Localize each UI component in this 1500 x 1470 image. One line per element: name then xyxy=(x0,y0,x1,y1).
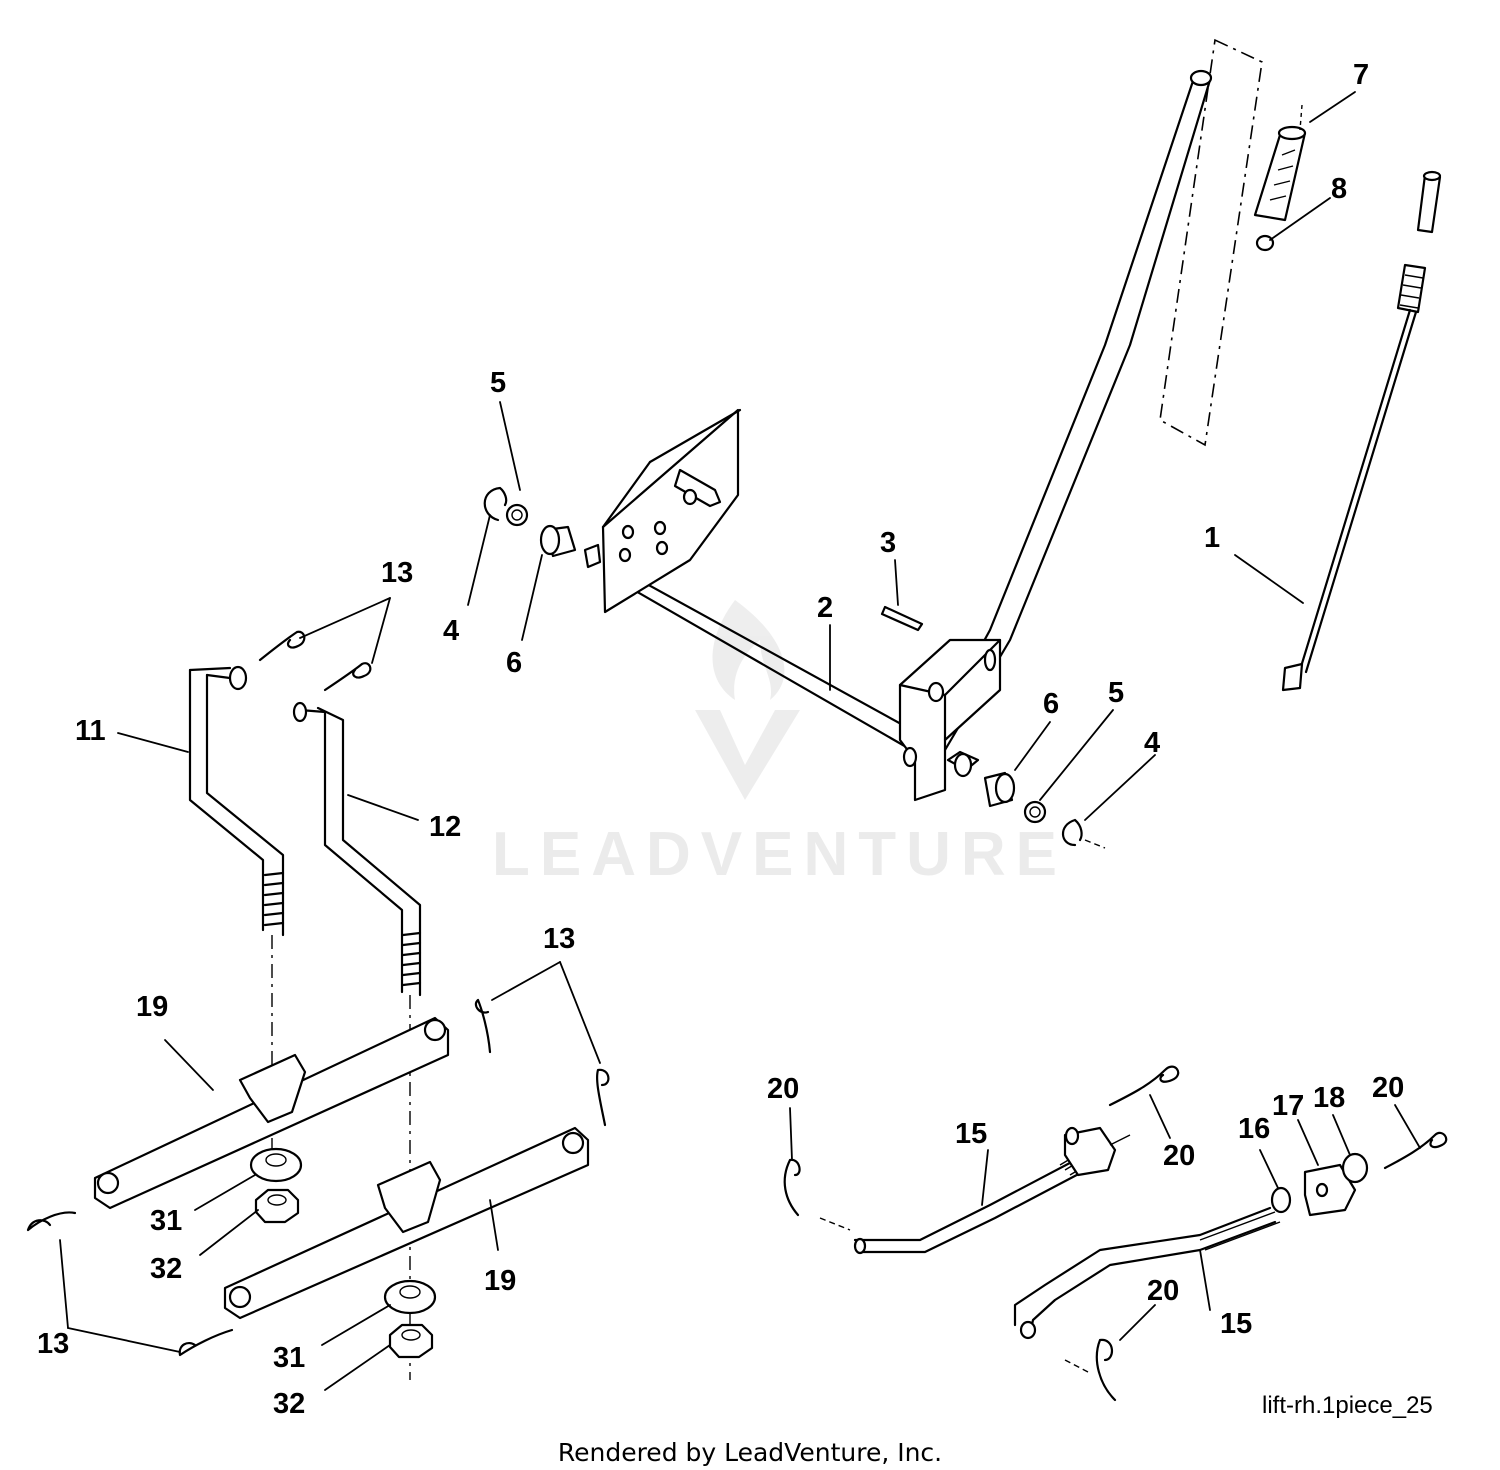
callout-5-left: 5 xyxy=(490,367,506,399)
hairpin-clips-part-20 xyxy=(783,1065,1448,1402)
callout-20-far-right: 20 xyxy=(1372,1072,1404,1104)
callout-4-right: 4 xyxy=(1144,727,1160,759)
spacer-part-31-upper xyxy=(249,1147,303,1183)
callout-20-left: 20 xyxy=(767,1073,799,1105)
washer-part-16 xyxy=(1270,1186,1292,1214)
callout-13-mid: 13 xyxy=(543,923,575,955)
callout-31-upper: 31 xyxy=(150,1205,182,1237)
callout-4-left: 4 xyxy=(443,615,459,647)
callout-19-upper: 19 xyxy=(136,991,168,1023)
watermark-text: LEADVENTURE xyxy=(492,820,1067,889)
callout-5-right: 5 xyxy=(1108,677,1124,709)
callout-7: 7 xyxy=(1353,59,1369,91)
drawing-id: lift-rh.1piece_25 xyxy=(1262,1392,1433,1419)
handle-grip-part-7 xyxy=(1253,104,1307,222)
callout-15-upper: 15 xyxy=(955,1118,987,1150)
callout-32-lower: 32 xyxy=(273,1388,305,1420)
nut-part-32-upper xyxy=(254,1188,300,1224)
phantom-handle-outline xyxy=(1159,38,1263,447)
right-pivot-hardware xyxy=(983,771,1106,849)
callout-13-bottom: 13 xyxy=(37,1328,69,1360)
adjustment-rod-part-15-upper xyxy=(819,1126,1131,1255)
callout-20-upper-right: 20 xyxy=(1163,1140,1195,1172)
callout-15-lower: 15 xyxy=(1220,1308,1252,1340)
callout-3: 3 xyxy=(880,527,896,559)
nut-part-18 xyxy=(1341,1152,1369,1184)
callout-6-left: 6 xyxy=(506,647,522,679)
lift-shaft-part-2 xyxy=(616,69,1213,802)
callout-18: 18 xyxy=(1313,1082,1345,1114)
callout-17: 17 xyxy=(1272,1090,1304,1122)
callout-6-right: 6 xyxy=(1043,688,1059,720)
trunnion-part-17 xyxy=(1303,1163,1357,1217)
adjustment-rod-part-15-lower xyxy=(1013,1206,1281,1373)
watermark-logo: LEADVENTURE xyxy=(492,600,1067,889)
cable-part-1 xyxy=(1281,170,1442,692)
callout-1: 1 xyxy=(1204,522,1220,554)
callout-16: 16 xyxy=(1238,1113,1270,1145)
callout-12: 12 xyxy=(429,811,461,843)
callout-8: 8 xyxy=(1331,173,1347,205)
callout-32-upper: 32 xyxy=(150,1253,182,1285)
pivot-bracket-plate xyxy=(583,408,742,614)
screw-part-8 xyxy=(1255,234,1275,252)
callout-labels: 1 2 3 4 4 5 5 6 6 7 8 11 12 13 13 13 15 … xyxy=(37,59,1404,1420)
callout-31-lower: 31 xyxy=(273,1342,305,1374)
callout-11: 11 xyxy=(75,715,106,747)
lift-arm-part-19-lower xyxy=(223,1126,590,1320)
left-pivot-hardware xyxy=(483,486,577,558)
callout-2: 2 xyxy=(817,592,833,624)
callout-20-lower: 20 xyxy=(1147,1275,1179,1307)
nut-part-32-lower xyxy=(388,1323,434,1359)
roll-pin-part-3 xyxy=(880,605,924,632)
callout-13-top: 13 xyxy=(381,557,413,589)
lift-arm-part-19-upper xyxy=(93,1016,450,1210)
spacer-part-31-lower xyxy=(383,1279,437,1315)
leader-lines xyxy=(59,91,1421,1391)
footer-credit: Rendered by LeadVenture, Inc. xyxy=(557,1438,943,1467)
callout-19-lower: 19 xyxy=(484,1265,516,1297)
